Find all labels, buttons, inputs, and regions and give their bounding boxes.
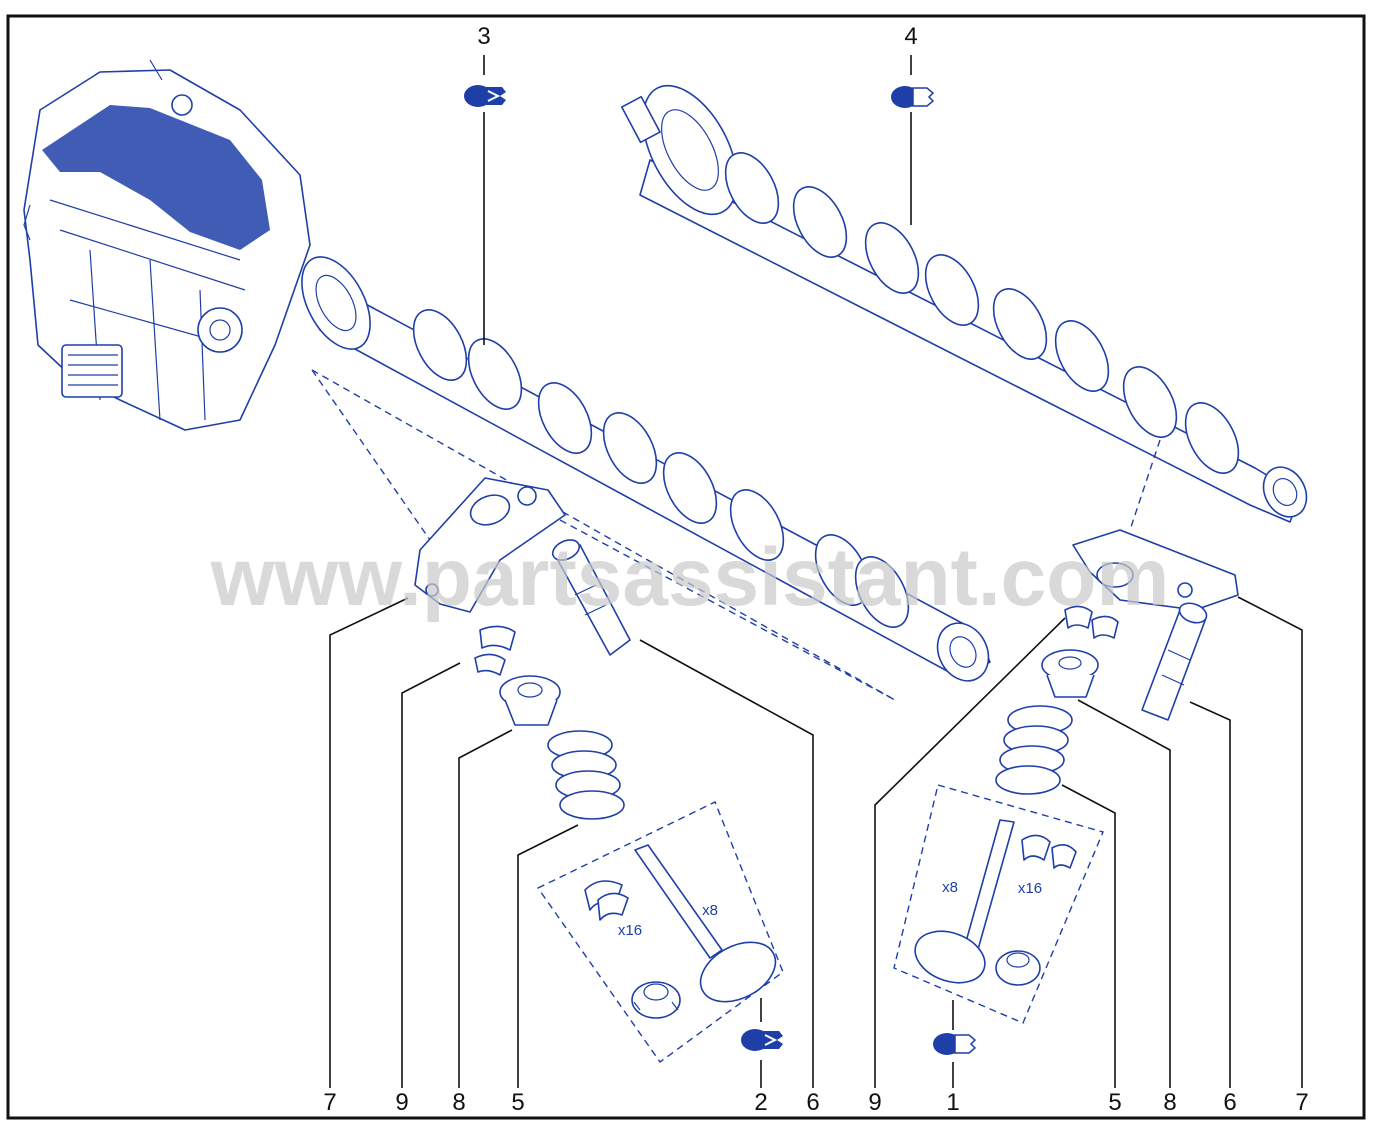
watermark: www.partsassistant.com — [210, 532, 1170, 623]
left-hydraulic-lifter[interactable] — [550, 536, 631, 656]
callout-bottom: 7 — [323, 1089, 336, 1116]
callout-bottom: 5 — [1108, 1089, 1121, 1116]
callout-bottom: 6 — [1223, 1089, 1236, 1116]
exhaust-badge-icon — [891, 86, 935, 108]
right-valve-kit-box[interactable]: x8 x16 — [893, 784, 1104, 1024]
exhaust-badge-icon — [933, 1033, 977, 1055]
callout-bottom: 7 — [1295, 1089, 1308, 1116]
left-keepers-qty: x16 — [618, 922, 642, 939]
callout-bottom: 6 — [806, 1089, 819, 1116]
callout-4: 4 — [904, 23, 917, 50]
callout-bottom: 8 — [1163, 1089, 1176, 1116]
callout-3: 3 — [477, 23, 490, 50]
left-valve-keepers[interactable] — [474, 625, 516, 676]
exhaust-camshaft[interactable] — [620, 70, 1315, 524]
leader-lines — [329, 55, 1303, 1088]
callout-bottom: 9 — [395, 1089, 408, 1116]
left-valve-qty: x8 — [702, 902, 718, 919]
right-valve-spring[interactable] — [995, 705, 1073, 795]
callout-bottom: 5 — [511, 1089, 524, 1116]
right-valve-qty: x8 — [942, 879, 958, 896]
intake-badge-icon — [464, 85, 506, 107]
intake-badge-icon — [741, 1029, 783, 1051]
left-valve-spring[interactable] — [547, 730, 625, 820]
callout-bottom: 2 — [754, 1089, 767, 1116]
right-keepers-qty: x16 — [1018, 880, 1042, 897]
callout-bottom: 8 — [452, 1089, 465, 1116]
intake-camshaft[interactable] — [288, 246, 998, 690]
left-valve-kit-box[interactable]: x16 x8 — [536, 801, 786, 1063]
diagram-frame — [6, 14, 1366, 1120]
callout-bottom: 9 — [868, 1089, 881, 1116]
left-rocker-arm[interactable] — [414, 477, 566, 613]
callout-bottom: 1 — [946, 1089, 959, 1116]
left-spring-retainer[interactable] — [499, 675, 561, 726]
right-hydraulic-lifter[interactable] — [1141, 600, 1209, 721]
right-valve-keepers[interactable] — [1064, 605, 1119, 639]
engine-assembly-thumbnail[interactable] — [23, 59, 311, 431]
right-spring-retainer[interactable] — [1041, 649, 1099, 698]
right-rocker-arm[interactable] — [1072, 529, 1239, 611]
